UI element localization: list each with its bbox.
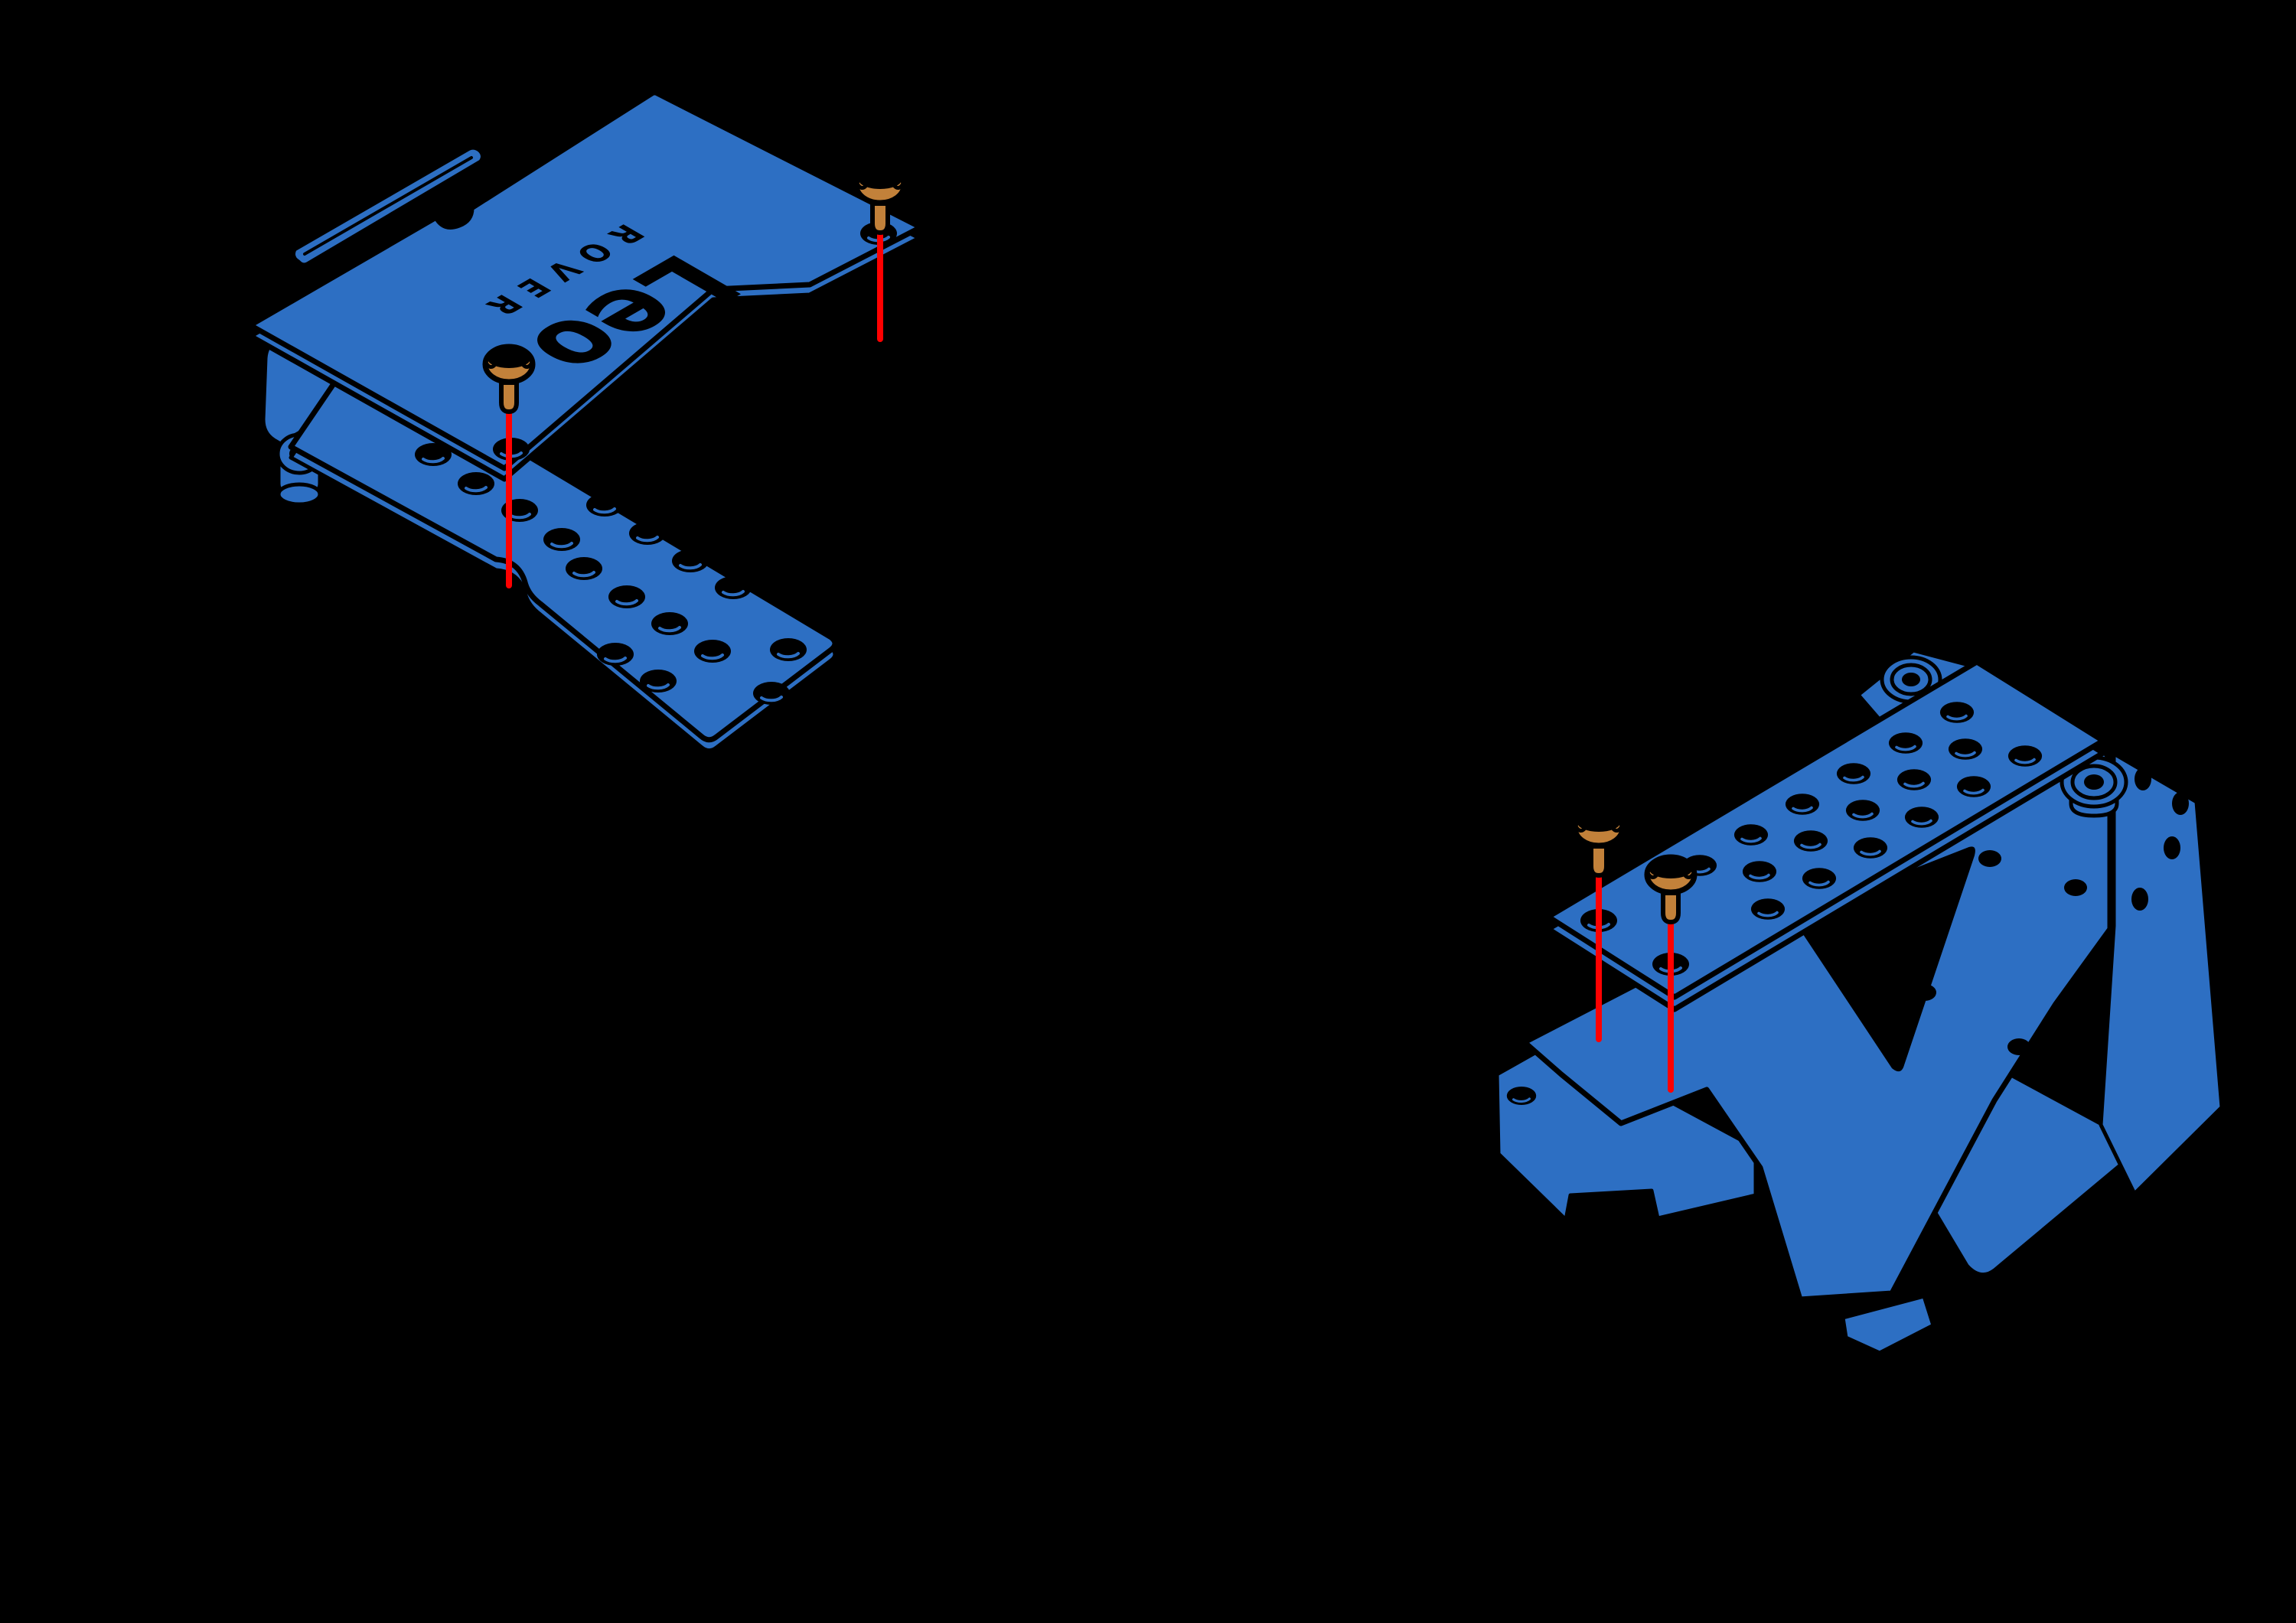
hole <box>585 492 625 518</box>
antenna-rod <box>291 145 485 267</box>
bracket-assembly <box>1495 648 2224 1355</box>
hole <box>456 471 496 497</box>
screw-4-group <box>1647 856 1694 1093</box>
hole <box>1741 859 1778 884</box>
base-plate-holes <box>1505 1085 1538 1106</box>
hole <box>1955 774 1992 799</box>
screw-3-group <box>1575 810 1623 1042</box>
perforated-plate <box>288 363 838 753</box>
hole <box>564 556 604 582</box>
top-cover-plate: Leo ROVER <box>247 89 924 482</box>
hole <box>1913 984 1936 1001</box>
hole <box>542 526 582 552</box>
hole <box>2164 836 2180 859</box>
hole <box>2064 879 2087 896</box>
hole <box>1896 768 1932 792</box>
hole <box>2135 768 2151 790</box>
bottom-tab <box>1841 1294 1936 1355</box>
hole <box>670 548 710 574</box>
hole <box>1852 836 1889 860</box>
hole <box>1844 798 1881 823</box>
hole <box>1947 737 1984 761</box>
hole <box>1835 761 1872 786</box>
hole <box>1750 897 1786 921</box>
hole <box>1887 731 1924 755</box>
hole <box>1733 823 1769 847</box>
hole <box>1903 805 1940 829</box>
hole <box>595 641 635 667</box>
hole <box>650 611 690 637</box>
hole <box>713 575 753 601</box>
hole <box>628 520 667 546</box>
hole <box>2172 792 2189 815</box>
hole <box>1792 829 1829 853</box>
screw-icon <box>1575 810 1623 875</box>
hole <box>768 637 808 663</box>
hole <box>693 638 732 664</box>
bracket-flange <box>2099 751 2224 1196</box>
hole <box>1978 850 2001 867</box>
hole <box>1801 866 1838 891</box>
hole <box>638 668 678 694</box>
hole <box>1505 1085 1538 1106</box>
perforated-mounting-plate <box>1545 659 2106 1012</box>
hole <box>607 584 647 610</box>
hole <box>1784 792 1821 816</box>
hole <box>2007 744 2043 768</box>
screw-1-group <box>485 346 533 588</box>
screw-2-group <box>856 167 904 342</box>
hole <box>2131 888 2148 911</box>
hole <box>752 680 791 706</box>
cover-assembly: Leo ROVER <box>247 89 924 753</box>
hole <box>2007 1038 2030 1055</box>
hole <box>1939 700 1975 725</box>
